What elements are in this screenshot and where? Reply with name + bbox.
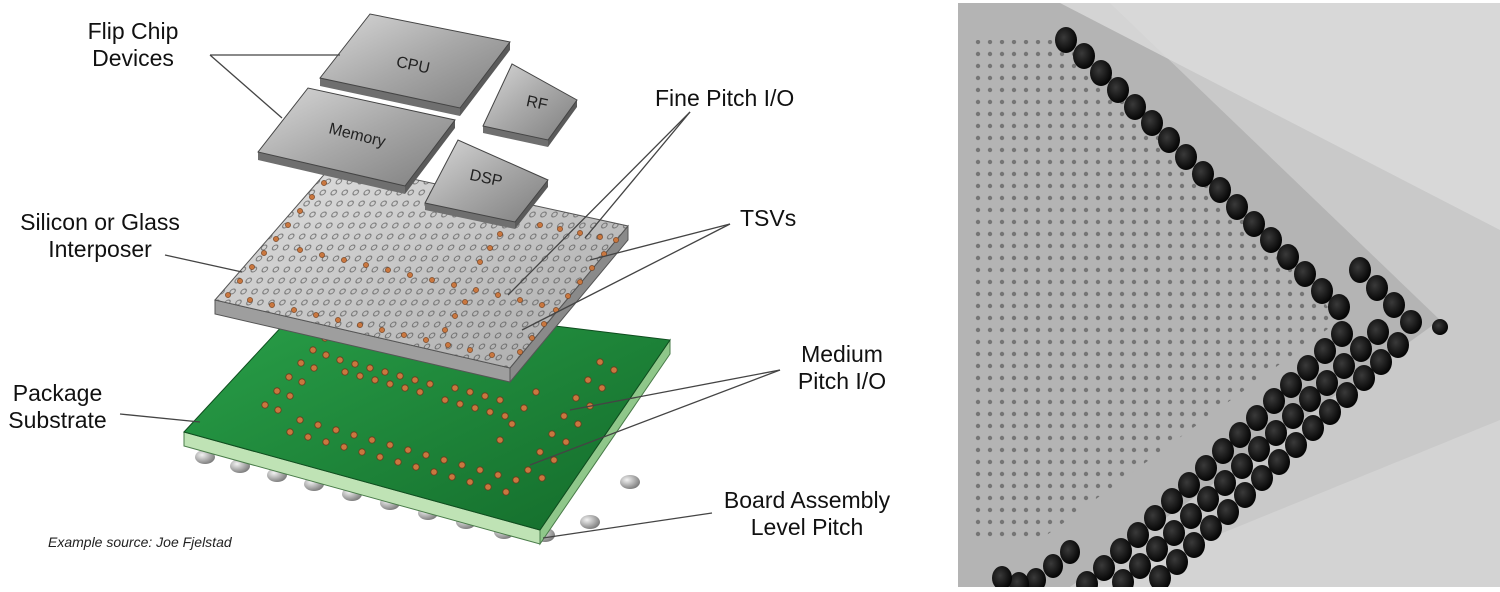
dsp-chip xyxy=(424,139,549,229)
rf-chip xyxy=(482,63,578,147)
cpu-chip xyxy=(319,13,511,116)
memory-chip xyxy=(257,87,456,194)
label-medium-pitch: Medium Pitch I/O xyxy=(782,341,902,395)
label-interposer-line1: Silicon or Glass xyxy=(20,209,180,235)
label-medium-pitch-line1: Medium xyxy=(801,341,883,367)
label-interposer: Silicon or Glass Interposer xyxy=(10,209,190,263)
label-flip-chip-line1: Flip Chip xyxy=(87,18,179,44)
label-medium-pitch-line2: Pitch I/O xyxy=(797,368,887,394)
label-board-assembly: Board Assembly Level Pitch xyxy=(712,487,902,541)
leader-lines xyxy=(119,54,781,539)
label-package-line1: Package xyxy=(12,380,103,406)
label-tsvs: TSVs xyxy=(740,205,797,231)
label-flip-chip: Flip Chip Devices xyxy=(78,18,188,72)
source-credit: Example source: Joe Fjelstad xyxy=(48,534,232,550)
label-fine-pitch: Fine Pitch I/O xyxy=(655,85,795,111)
medium-pitch-pads xyxy=(261,334,618,496)
chip-label-cpu: CPU xyxy=(395,54,432,78)
xray-solder-balls xyxy=(992,27,1448,592)
chip-label-dsp: DSP xyxy=(468,167,504,190)
label-board-line2: Level Pitch xyxy=(750,514,864,540)
label-board-line1: Board Assembly xyxy=(723,487,891,513)
label-package-substrate: Package Substrate xyxy=(0,380,115,434)
package-substrate xyxy=(183,295,671,546)
label-package-line2: Substrate xyxy=(8,407,107,433)
chip-label-rf: RF xyxy=(525,93,550,114)
label-interposer-line2: Interposer xyxy=(48,236,152,262)
label-flip-chip-line2: Devices xyxy=(92,45,174,71)
